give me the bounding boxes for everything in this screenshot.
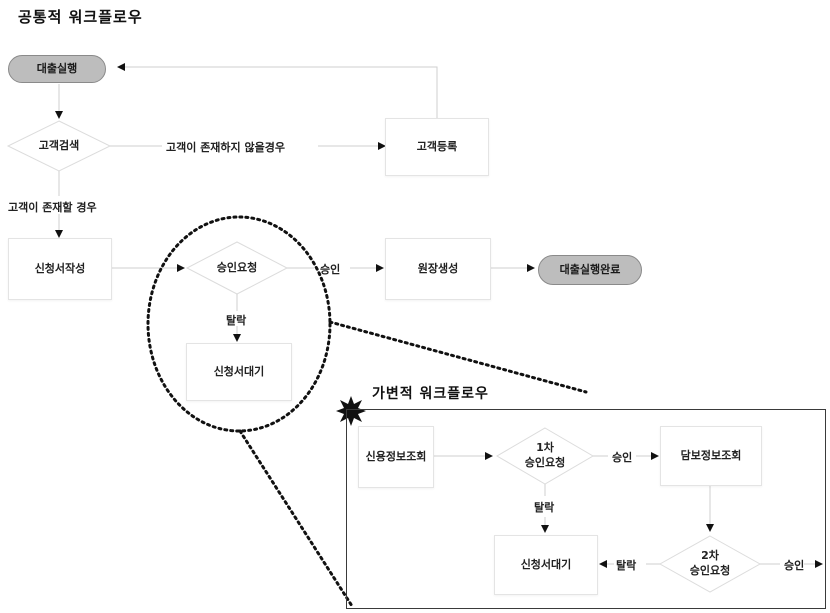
- edge-label-approve-2: 승인: [784, 559, 805, 572]
- edge-label-reject: 탈락: [226, 314, 247, 327]
- edge-label-approve: 승인: [320, 263, 341, 276]
- second-approval-diamond: [658, 535, 762, 593]
- variable-waiting-node[interactable]: 신청서대기: [494, 535, 598, 595]
- register-node[interactable]: 고객등록: [385, 118, 489, 176]
- ledger-node[interactable]: 원장생성: [385, 238, 491, 300]
- variable-workflow-panel: [346, 409, 826, 609]
- variable-workflow-title: 가변적 워크플로우: [372, 386, 489, 402]
- starburst-icon: [336, 396, 366, 426]
- edge-label-reject-2: 탈락: [616, 559, 637, 572]
- collateral-check-node[interactable]: 담보정보조회: [660, 426, 762, 486]
- edge-label-approve-1: 승인: [612, 451, 633, 464]
- application-node[interactable]: 신청서작성: [8, 238, 112, 300]
- edge-label-not-exist: 고객이 존재하지 않을경우: [166, 141, 285, 154]
- edge-label-reject-1: 탈락: [534, 501, 555, 514]
- search-decision[interactable]: 고객검색: [38, 138, 80, 152]
- start-node[interactable]: 대출실행: [8, 55, 106, 83]
- second-approval-decision[interactable]: 2차 승인요청: [689, 549, 731, 577]
- first-approval-decision[interactable]: 1차 승인요청: [524, 441, 566, 469]
- common-workflow-title: 공통적 워크플로우: [18, 8, 143, 26]
- edge-label-exist: 고객이 존재할 경우: [8, 201, 97, 214]
- approval-request-decision[interactable]: 승인요청: [216, 260, 258, 274]
- loop-register-to-start: [117, 63, 438, 124]
- zoom-callout-line-upper: [328, 320, 588, 394]
- waiting-node[interactable]: 신청서대기: [186, 343, 292, 401]
- zoom-callout-line-lower: [238, 429, 354, 608]
- credit-check-node[interactable]: 신용정보조회: [358, 426, 434, 488]
- complete-node[interactable]: 대출실행완료: [538, 255, 642, 285]
